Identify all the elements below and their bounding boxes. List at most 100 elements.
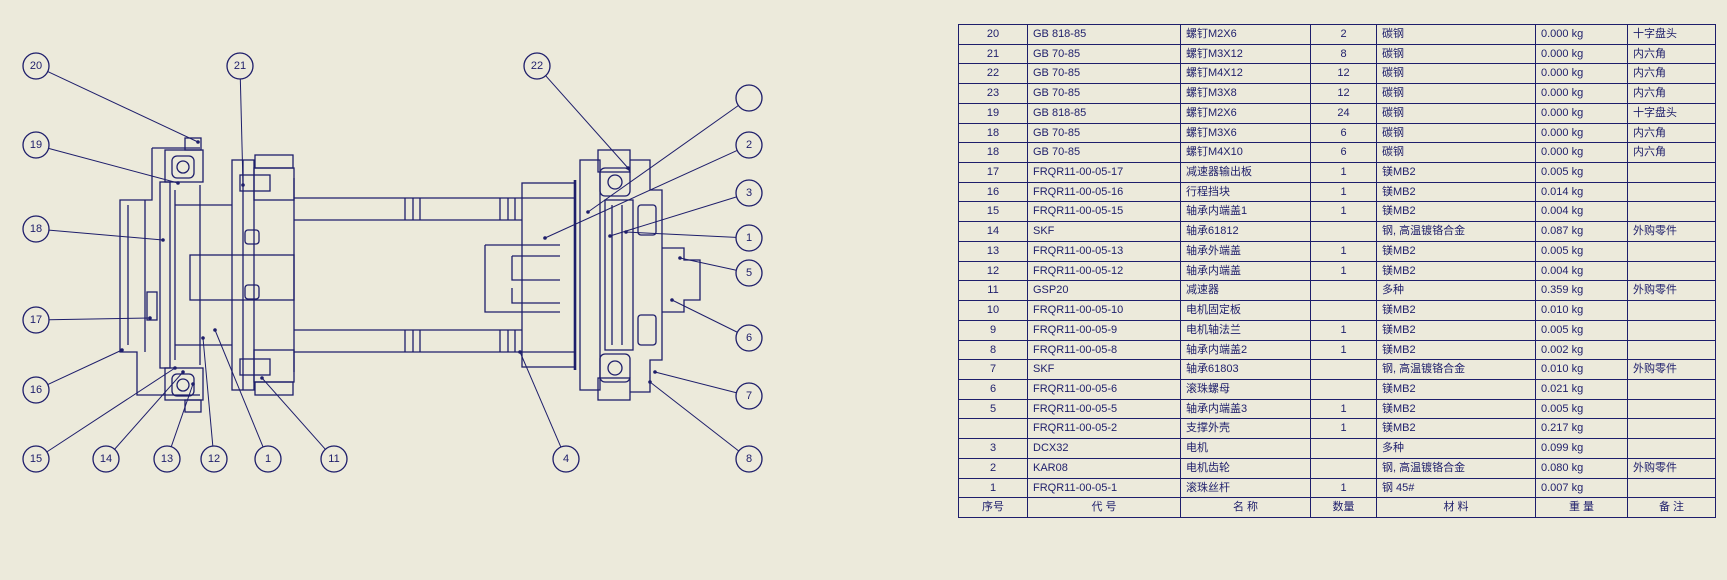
bom-cell-weight: 0.005 kg	[1536, 320, 1628, 340]
bom-cell-weight: 0.000 kg	[1536, 64, 1628, 84]
bom-cell-qty: 1	[1311, 399, 1377, 419]
balloon-label: 13	[161, 453, 173, 465]
bom-cell-weight: 0.000 kg	[1536, 84, 1628, 103]
balloon-label: 6	[746, 332, 752, 344]
bom-cell-code: GB 70-85	[1028, 123, 1181, 143]
bom-cell-weight: 0.000 kg	[1536, 44, 1628, 64]
bom-header-material: 材 料	[1377, 498, 1536, 517]
part-balloon: 17	[22, 306, 50, 334]
bom-cell-seq: 14	[959, 222, 1028, 241]
balloon-circle	[523, 52, 551, 80]
bom-cell-material: 镁MB2	[1377, 163, 1536, 182]
leader-line	[48, 147, 179, 184]
bom-cell-remark: 外购零件	[1633, 461, 1677, 474]
part-balloon: 7	[735, 382, 763, 410]
shaft-seat	[159, 181, 171, 369]
bom-cell-material: 钢 45#	[1377, 478, 1536, 498]
leader-line	[170, 383, 194, 447]
bom-cell-material: 镁MB2	[1377, 320, 1536, 340]
bom-cell-weight: 0.007 kg	[1536, 478, 1628, 498]
leader-line	[48, 317, 151, 321]
bom-cell-remark	[1628, 380, 1715, 399]
leader-line	[679, 257, 737, 271]
leader-arrow	[196, 140, 200, 144]
bom-cell-weight: 0.099 kg	[1536, 439, 1628, 458]
leader-arrow	[241, 183, 245, 187]
bom-cell-name: 螺钉M3X6	[1181, 123, 1311, 143]
part-balloon: 1	[254, 445, 282, 473]
leader-line	[202, 337, 214, 447]
balloon-label: 4	[563, 453, 569, 465]
bom-cell-seq: 11	[959, 281, 1028, 301]
balloon-label: 15	[30, 453, 42, 465]
bom-cell-name: 支撑外壳	[1181, 419, 1311, 439]
leader-arrow	[648, 380, 652, 384]
part-balloon: 8	[735, 445, 763, 473]
left-bearing-top	[164, 137, 204, 183]
plate-screw-top	[239, 174, 271, 192]
bom-cell-seq: 9	[959, 320, 1028, 340]
balloon-circle	[22, 445, 50, 473]
bom-cell-remark	[1628, 262, 1715, 281]
bom-cell-name: 电机齿轮	[1181, 458, 1311, 478]
bom-cell-qty: 1	[1311, 320, 1377, 340]
motor-mount-plate	[231, 159, 271, 391]
bom-cell-remark: 外购零件	[1633, 284, 1677, 297]
balloon-circle	[735, 131, 763, 159]
bom-cell-remark	[1628, 242, 1715, 261]
sleeve-slot	[484, 244, 560, 313]
part-balloon: 4	[552, 445, 580, 473]
bom-cell-material: 多种	[1377, 439, 1536, 458]
bom-cell-remark: 内六角	[1633, 47, 1666, 60]
bom-header-name: 名 称	[1181, 498, 1311, 517]
leader-line	[544, 149, 738, 239]
bom-cell-code: FRQR11-00-05-5	[1028, 399, 1181, 419]
bearing-ball-top	[176, 160, 190, 174]
part-balloon: 13	[153, 445, 181, 473]
bom-cell-seq: 22	[959, 64, 1028, 84]
bom-cell-qty: 12	[1311, 64, 1377, 84]
bom-cell-qty: 12	[1311, 84, 1377, 103]
bom-header-seq: 序号	[959, 498, 1028, 517]
bom-cell-name: 减速器输出板	[1181, 163, 1311, 182]
leader-line	[649, 381, 740, 452]
balloon-circle	[226, 52, 254, 80]
bearing-ball-bottom	[176, 378, 190, 392]
bom-cell-remark	[1628, 341, 1715, 360]
bom-cell-material: 镁MB2	[1377, 261, 1536, 281]
bom-cell-weight: 0.000 kg	[1536, 25, 1628, 44]
bom-cell-code: FRQR11-00-05-17	[1028, 163, 1181, 182]
balloon-label: 12	[208, 453, 220, 465]
leader-arrow	[213, 328, 217, 332]
bom-cell-name: 螺钉M4X10	[1181, 143, 1311, 163]
right-bearing-seat	[604, 199, 634, 351]
leader-arrow	[670, 298, 674, 302]
bom-cell-qty: 1	[1311, 261, 1377, 281]
bom-cell-material: 碳钢	[1377, 44, 1536, 64]
bom-cell-remark: 十字盘头	[1633, 106, 1677, 119]
right-bearing-bottom	[599, 353, 631, 383]
bom-cell-name: 螺钉M3X12	[1181, 44, 1311, 64]
bom-cell-remark: 内六角	[1633, 87, 1666, 100]
bom-cell-code: FRQR11-00-05-1	[1028, 478, 1181, 498]
leader-line	[214, 329, 264, 448]
output-bearing-bottom	[637, 314, 657, 346]
bom-header-row: 序号代 号名 称数量材 料重 量备 注	[959, 498, 1715, 517]
bom-cell-material: 碳钢	[1377, 143, 1536, 163]
leader-line	[519, 351, 562, 448]
left-bearing-bottom	[164, 367, 204, 413]
bom-cell-seq	[959, 419, 1028, 439]
right-screw-bottom	[597, 377, 631, 401]
